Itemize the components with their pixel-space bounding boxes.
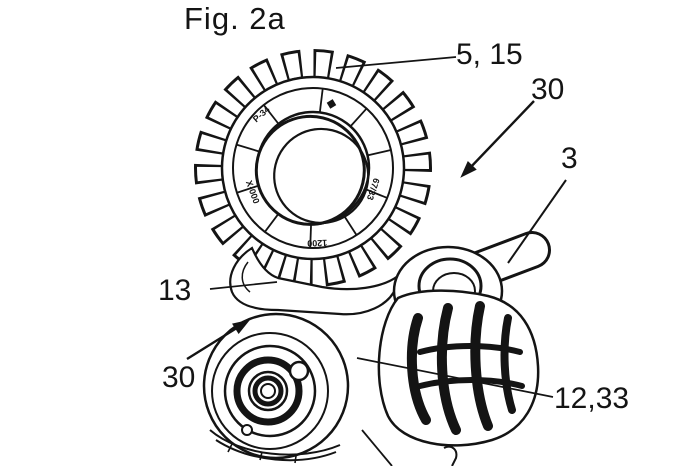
gear-logo-icon: ◆ xyxy=(324,95,338,111)
leader-line-5-15 xyxy=(335,56,457,69)
arrow-30-top xyxy=(460,100,535,178)
bottom-leader-line xyxy=(361,429,393,466)
hub-dark-ring xyxy=(233,356,303,426)
scroll-housing xyxy=(377,289,540,447)
gear-face-segments xyxy=(236,88,392,249)
callout-30-top: 30 xyxy=(531,73,565,106)
hub-band-ticks xyxy=(227,443,297,464)
arrow-30-bottom xyxy=(186,319,251,361)
gear-marking-bottom: 1200 xyxy=(307,238,327,249)
callout-30-bottom: 30 xyxy=(162,361,196,394)
bottom-hook-mark xyxy=(443,445,458,466)
bracket-inner-line xyxy=(241,261,251,293)
figure-title: Fig. 2a xyxy=(184,1,286,36)
leader-line-3 xyxy=(507,179,567,264)
gear-bore-inner-edge xyxy=(273,127,370,225)
leader-line-12-33 xyxy=(356,357,554,398)
spur-gear: P-34 ◆ X-000 1200 67/33 xyxy=(194,49,432,287)
callout-13: 13 xyxy=(158,274,192,307)
leader-line-13 xyxy=(209,281,278,290)
bracket-band xyxy=(229,246,400,316)
hub-bore-ring xyxy=(252,375,284,407)
hub-pulley xyxy=(202,312,350,464)
gear-teeth-face xyxy=(197,52,429,284)
gear-rim-line xyxy=(232,87,394,249)
hub-bottom-band-outer xyxy=(209,429,341,456)
hub-bottom-band-inner xyxy=(215,439,337,462)
callout-5-15: 5, 15 xyxy=(456,38,523,71)
housing-outline xyxy=(377,289,540,447)
hub-small-hole xyxy=(241,424,253,436)
hub-stud-hole xyxy=(288,360,310,382)
callout-3: 3 xyxy=(561,142,578,175)
callout-12-33: 12,33 xyxy=(554,382,630,415)
